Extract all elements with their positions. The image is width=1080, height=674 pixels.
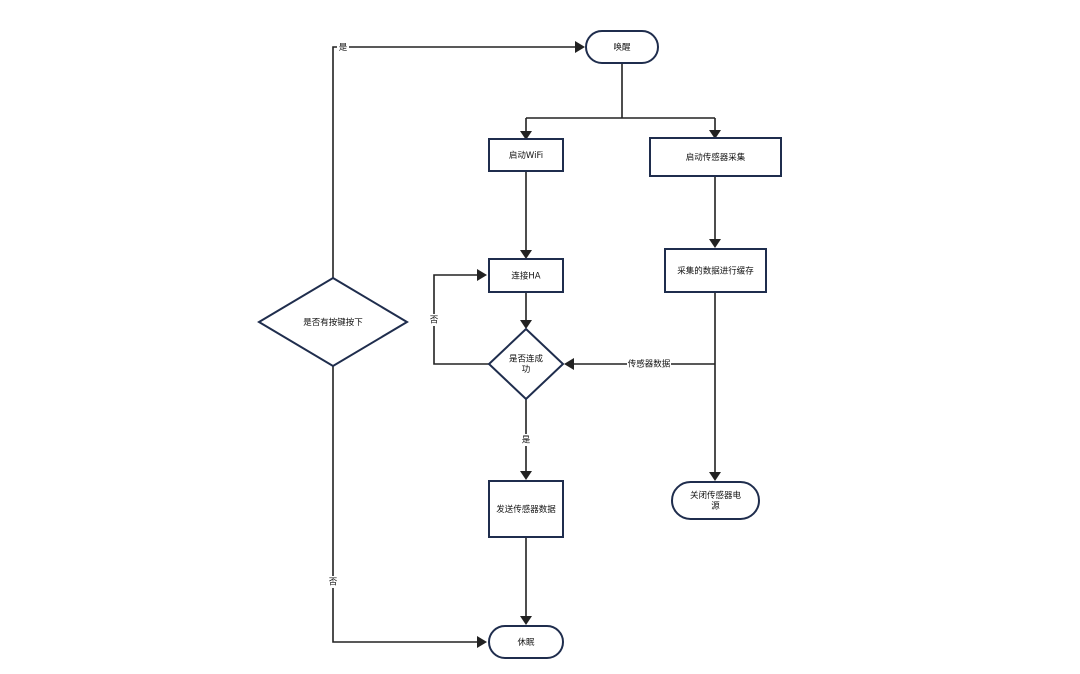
node-start-sensor: 启动传感器采集 [649, 137, 782, 177]
arrow-key-yes [575, 41, 585, 53]
node-connect-decision-line1: 是否连成 [509, 354, 544, 365]
node-wake-label: 唤醒 [613, 42, 631, 53]
node-wake: 唤醒 [585, 30, 659, 64]
edge-connect-no-loop [433, 274, 489, 365]
node-key-decision-label: 是否有按键按下 [303, 317, 363, 328]
edge-key-yes [332, 46, 576, 278]
node-close-power-line2: 源 [711, 502, 720, 512]
arrow-sensor-data [564, 358, 574, 370]
arrow-send-to-sleep [520, 616, 532, 625]
node-close-power: 关闭传感器电 源 [671, 481, 760, 520]
node-cache-data-label: 采集的数据进行缓存 [677, 266, 754, 277]
arrow-to-wifi [520, 131, 532, 140]
node-sleep: 休眠 [488, 625, 564, 659]
node-cache-data: 采集的数据进行缓存 [664, 248, 767, 293]
node-key-decision: 是否有按键按下 [257, 276, 409, 368]
node-start-wifi: 启动WiFi [488, 138, 564, 172]
arrow-to-sensor [709, 130, 721, 139]
node-send-data-label: 发送传感器数据 [496, 504, 556, 515]
arrow-loop-to-ha [477, 269, 487, 281]
node-connect-ha: 连接HA [488, 258, 564, 293]
label-sensor-data: 传感器数据 [628, 359, 671, 370]
label-key-yes: 是 [339, 43, 348, 53]
node-connect-ha-label: 连接HA [511, 271, 540, 282]
label-connect-no: 否 [430, 316, 439, 326]
node-send-data: 发送传感器数据 [488, 480, 564, 538]
label-key-no: 否 [329, 578, 338, 588]
arrow-to-ha [520, 250, 532, 259]
node-close-power-line1: 关闭传感器电 [690, 490, 742, 501]
arrow-to-connect-decision [520, 320, 532, 329]
node-connect-decision: 是否连成 功 [487, 327, 565, 401]
node-sleep-label: 休眠 [517, 637, 535, 648]
node-connect-decision-line2: 功 [522, 364, 531, 375]
label-connect-yes: 是 [522, 436, 531, 446]
nodes: 唤醒 启动WiFi 启动传感器采集 连接HA 采集的数据进行缓存 是否连成 功 [257, 30, 782, 659]
arrow-key-no [477, 636, 487, 648]
edge-key-no [332, 366, 478, 643]
arrow-to-send [520, 471, 532, 480]
node-start-sensor-label: 启动传感器采集 [686, 152, 746, 163]
arrow-to-close-power [709, 472, 721, 481]
arrow-to-cache [709, 239, 721, 248]
edge-labels: 是 否 否 是 传感器数据 [327, 41, 671, 588]
node-start-wifi-label: 启动WiFi [509, 150, 543, 161]
